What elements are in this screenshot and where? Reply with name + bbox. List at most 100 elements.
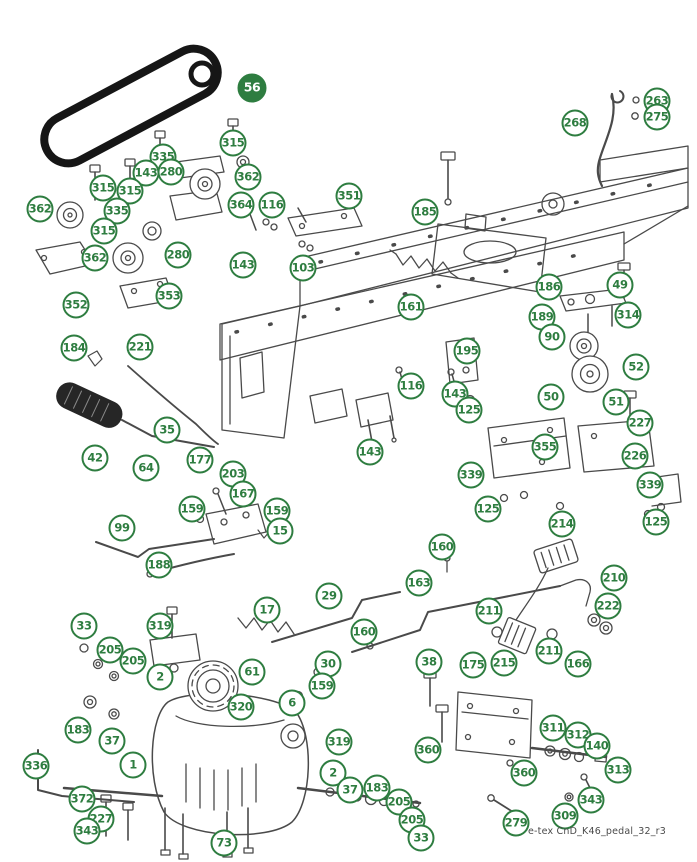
callout-355: 355: [531, 433, 559, 461]
callout-195: 195: [453, 337, 481, 365]
callout-15: 15: [266, 517, 294, 545]
callout-314: 314: [614, 301, 642, 329]
callout-315: 315: [116, 177, 144, 205]
callout-37: 37: [98, 727, 126, 755]
callout-319: 319: [146, 612, 174, 640]
callout-6: 6: [278, 689, 306, 717]
callout-211: 211: [535, 637, 563, 665]
support-brackets-right: [487, 417, 682, 519]
callout-116: 116: [258, 191, 286, 219]
callout-280: 280: [164, 241, 192, 269]
callout-167: 167: [229, 480, 257, 508]
callout-125: 125: [455, 396, 483, 424]
callout-351: 351: [335, 182, 363, 210]
pedal-assembly: [491, 538, 613, 655]
callout-362: 362: [81, 244, 109, 272]
steering-support-bracket: [287, 207, 363, 237]
callout-227: 227: [626, 409, 654, 437]
callout-221: 221: [126, 333, 154, 361]
callout-56: 56: [237, 73, 267, 103]
callout-35: 35: [153, 416, 181, 444]
transaxle-fasteners-left: [79, 606, 201, 720]
callout-279: 279: [502, 809, 530, 837]
callout-160: 160: [428, 533, 456, 561]
callout-125: 125: [642, 508, 670, 536]
callout-339: 339: [636, 471, 664, 499]
callout-268: 268: [561, 109, 589, 137]
lift-lever: [56, 350, 219, 448]
callout-309: 309: [551, 802, 579, 830]
callout-320: 320: [227, 693, 255, 721]
callout-160: 160: [350, 618, 378, 646]
callout-64: 64: [132, 454, 160, 482]
callout-315: 315: [219, 129, 247, 157]
callout-214: 214: [548, 510, 576, 538]
callout-52: 52: [622, 353, 650, 381]
callout-103: 103: [289, 254, 317, 282]
callout-143: 143: [229, 251, 257, 279]
callout-215: 215: [490, 649, 518, 677]
callout-1: 1: [119, 751, 147, 779]
callout-33: 33: [407, 824, 435, 852]
callout-161: 161: [397, 293, 425, 321]
callout-353: 353: [155, 282, 183, 310]
callout-90: 90: [538, 323, 566, 351]
callout-360: 360: [510, 759, 538, 787]
callout-184: 184: [60, 334, 88, 362]
callout-61: 61: [238, 658, 266, 686]
drive-belt: [40, 44, 222, 168]
callout-343: 343: [73, 817, 101, 845]
callout-205: 205: [96, 636, 124, 664]
callout-163: 163: [405, 569, 433, 597]
callout-38: 38: [415, 648, 443, 676]
callout-186: 186: [535, 273, 563, 301]
callout-33: 33: [70, 612, 98, 640]
callout-313: 313: [604, 756, 632, 784]
callout-205: 205: [119, 647, 147, 675]
lift-shaft-rod: [596, 90, 640, 188]
callout-42: 42: [81, 444, 109, 472]
callout-17: 17: [253, 596, 281, 624]
callout-343: 343: [577, 786, 605, 814]
callout-222: 222: [594, 592, 622, 620]
callout-319: 319: [325, 728, 353, 756]
callout-362: 362: [234, 163, 262, 191]
callout-49: 49: [606, 271, 634, 299]
callout-226: 226: [621, 442, 649, 470]
callout-51: 51: [602, 388, 630, 416]
callout-275: 275: [643, 103, 671, 131]
callout-50: 50: [537, 383, 565, 411]
callout-116: 116: [397, 372, 425, 400]
callout-360: 360: [414, 736, 442, 764]
callout-211: 211: [475, 597, 503, 625]
callout-210: 210: [600, 564, 628, 592]
frame-bolt: [440, 151, 456, 206]
callout-188: 188: [145, 551, 173, 579]
callout-159: 159: [308, 672, 336, 700]
callout-339: 339: [457, 461, 485, 489]
callout-183: 183: [64, 716, 92, 744]
callout-2: 2: [146, 663, 174, 691]
transaxle: [151, 660, 309, 836]
callout-143: 143: [356, 438, 384, 466]
callout-73: 73: [210, 829, 238, 857]
clutch-spring: [389, 249, 459, 279]
callout-99: 99: [108, 514, 136, 542]
callout-29: 29: [315, 582, 343, 610]
callout-364: 364: [227, 191, 255, 219]
callout-159: 159: [178, 495, 206, 523]
callout-311: 311: [539, 714, 567, 742]
callout-175: 175: [459, 651, 487, 679]
pedal-shaft-bracket: [435, 691, 616, 813]
diagram-code: e-tex CnD_K46_pedal_32_r3: [528, 826, 667, 837]
callout-336: 336: [22, 752, 50, 780]
callout-315: 315: [89, 174, 117, 202]
callout-125: 125: [474, 495, 502, 523]
callout-140: 140: [583, 732, 611, 760]
callout-185: 185: [411, 198, 439, 226]
callout-37: 37: [336, 776, 364, 804]
callout-362: 362: [26, 195, 54, 223]
